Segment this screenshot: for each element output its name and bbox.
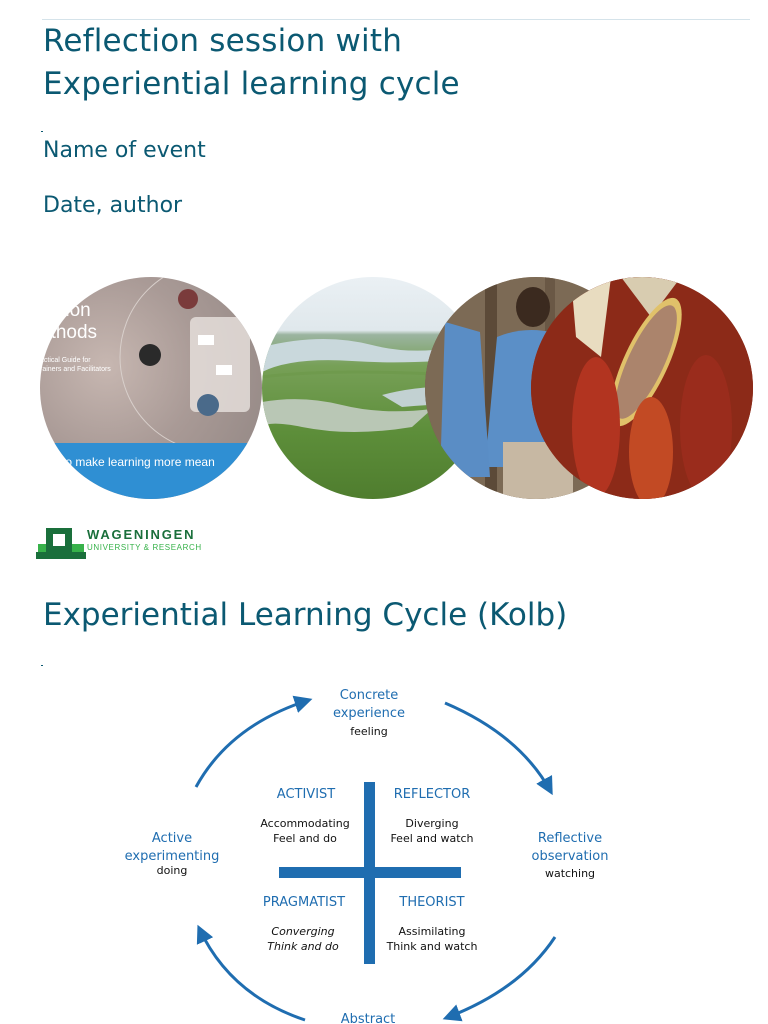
arrow-top-left — [194, 695, 313, 788]
cross-horizontal-bar — [279, 867, 461, 878]
quadrant-reflector-line-2: Feel and watch — [390, 832, 473, 845]
event-name: Name of event — [43, 138, 206, 163]
title-line-2: Experiential learning cycle — [43, 66, 460, 102]
cycle-title: Experiential Learning Cycle (Kolb) — [43, 597, 568, 633]
quadrant-theorist-line-2: Think and watch — [386, 940, 478, 953]
quadrant-activist-line-2: Feel and do — [273, 832, 337, 845]
bottom-label-line-1: Abstract — [341, 1012, 396, 1024]
bullet-dot — [41, 131, 43, 132]
top-label-line-1: Concrete — [340, 688, 399, 703]
book-title-line-1: ection — [40, 300, 91, 321]
quadrant-activist-line-1: Accommodating — [260, 817, 349, 830]
right-label-line-2: observation — [532, 849, 609, 864]
corn-photo — [531, 277, 753, 499]
quadrant-theorist-line-1: Assimilating — [399, 925, 466, 938]
logo-name: WAGENINGEN — [87, 527, 196, 542]
book-subtitle-line-1: actical Guide for — [40, 357, 91, 364]
slide-title: Reflection session with Experiential lea… — [43, 20, 460, 106]
book-cover-photo: ection ethods actical Guide for rainers … — [40, 277, 262, 499]
top-label-sub: feeling — [350, 725, 387, 738]
quadrant-reflector-line-1: Diverging — [405, 817, 458, 830]
slide-top-rule — [42, 19, 750, 20]
quadrant-reflector-heading: REFLECTOR — [394, 787, 470, 802]
logo-tagline: UNIVERSITY & RESEARCH — [87, 543, 202, 552]
top-label-line-2: experience — [333, 706, 405, 721]
corn-illustration — [531, 277, 753, 499]
date-author: Date, author — [43, 193, 183, 218]
quadrant-pragmatist-line-1: Converging — [271, 925, 334, 938]
book-strip-text: to make learning more mean — [62, 455, 215, 469]
right-label-line-1: Reflective — [538, 831, 602, 846]
quadrant-pragmatist-line-2: Think and do — [267, 940, 339, 953]
arrow-top-right — [444, 701, 553, 796]
bullet-dot-2 — [41, 665, 43, 666]
book-cover-illustration — [119, 277, 262, 453]
quadrant-pragmatist-heading: PRAGMATIST — [263, 895, 345, 910]
arrow-bottom-left — [196, 924, 306, 1022]
book-cover-strip — [40, 443, 262, 499]
quadrant-activist-heading: ACTIVIST — [277, 787, 335, 802]
book-title-line-2: ethods — [40, 322, 98, 343]
wageningen-logo-icon — [36, 528, 86, 559]
left-label-line-1: Active — [152, 831, 192, 846]
book-subtitle-line-2: rainers and Facilitators — [40, 366, 111, 373]
arrow-bottom-right — [442, 936, 557, 1022]
quadrant-theorist-heading: THEORIST — [398, 895, 464, 910]
title-line-1: Reflection session with — [43, 23, 403, 59]
left-label-line-2: experimenting — [125, 849, 220, 864]
left-label-sub: doing — [157, 864, 188, 877]
right-label-sub: watching — [545, 867, 595, 880]
